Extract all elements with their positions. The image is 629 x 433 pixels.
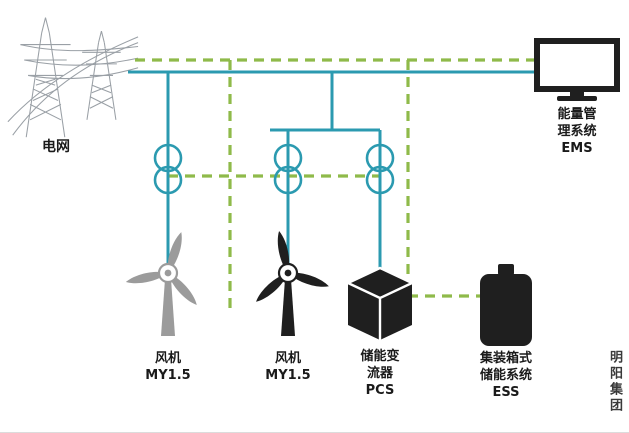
power-lines — [128, 70, 548, 272]
turbine1-label-line1: 风机 — [154, 351, 181, 366]
pcs-label-line2: 流器 — [366, 366, 393, 381]
ess-label-line2: 储能系统 — [479, 368, 532, 383]
power-grid-towers-icon — [7, 17, 139, 138]
turbine1-label-line2: MY1.5 — [145, 368, 191, 383]
turbine1-label: 风机 MY1.5 — [123, 350, 213, 384]
ems-label-line1: 能量管 — [557, 107, 597, 122]
ems-label: 能量管 理系统 EMS — [534, 106, 620, 157]
transformer-symbol-2 — [273, 143, 303, 195]
brand-watermark: 明阳集团 — [607, 350, 622, 414]
turbine2-label-line1: 风机 — [274, 351, 301, 366]
ess-label-line3: ESS — [492, 385, 520, 400]
turbine2-label: 风机 MY1.5 — [243, 350, 333, 384]
ems-label-line2: 理系统 — [557, 124, 597, 139]
pcs-label-line3: PCS — [365, 383, 395, 398]
communication-lines — [135, 58, 545, 308]
ems-monitor-icon — [534, 38, 620, 101]
ess-label-line1: 集装箱式 — [479, 351, 532, 366]
turbine2-label-line2: MY1.5 — [265, 368, 311, 383]
pcs-label: 储能变 流器 PCS — [338, 348, 422, 399]
ess-battery-icon — [480, 264, 532, 346]
ess-label: 集装箱式 储能系统 ESS — [460, 350, 552, 401]
pcs-label-line1: 储能变 — [360, 349, 400, 364]
ems-label-line3: EMS — [561, 141, 593, 156]
transformer-symbol-1 — [153, 143, 183, 195]
transformer-symbol-3 — [365, 143, 395, 195]
grid-label: 电网 — [42, 139, 70, 155]
wind-turbine-1-icon — [125, 232, 197, 336]
pcs-converter-icon — [347, 266, 413, 340]
wind-turbine-2-icon — [256, 230, 329, 336]
